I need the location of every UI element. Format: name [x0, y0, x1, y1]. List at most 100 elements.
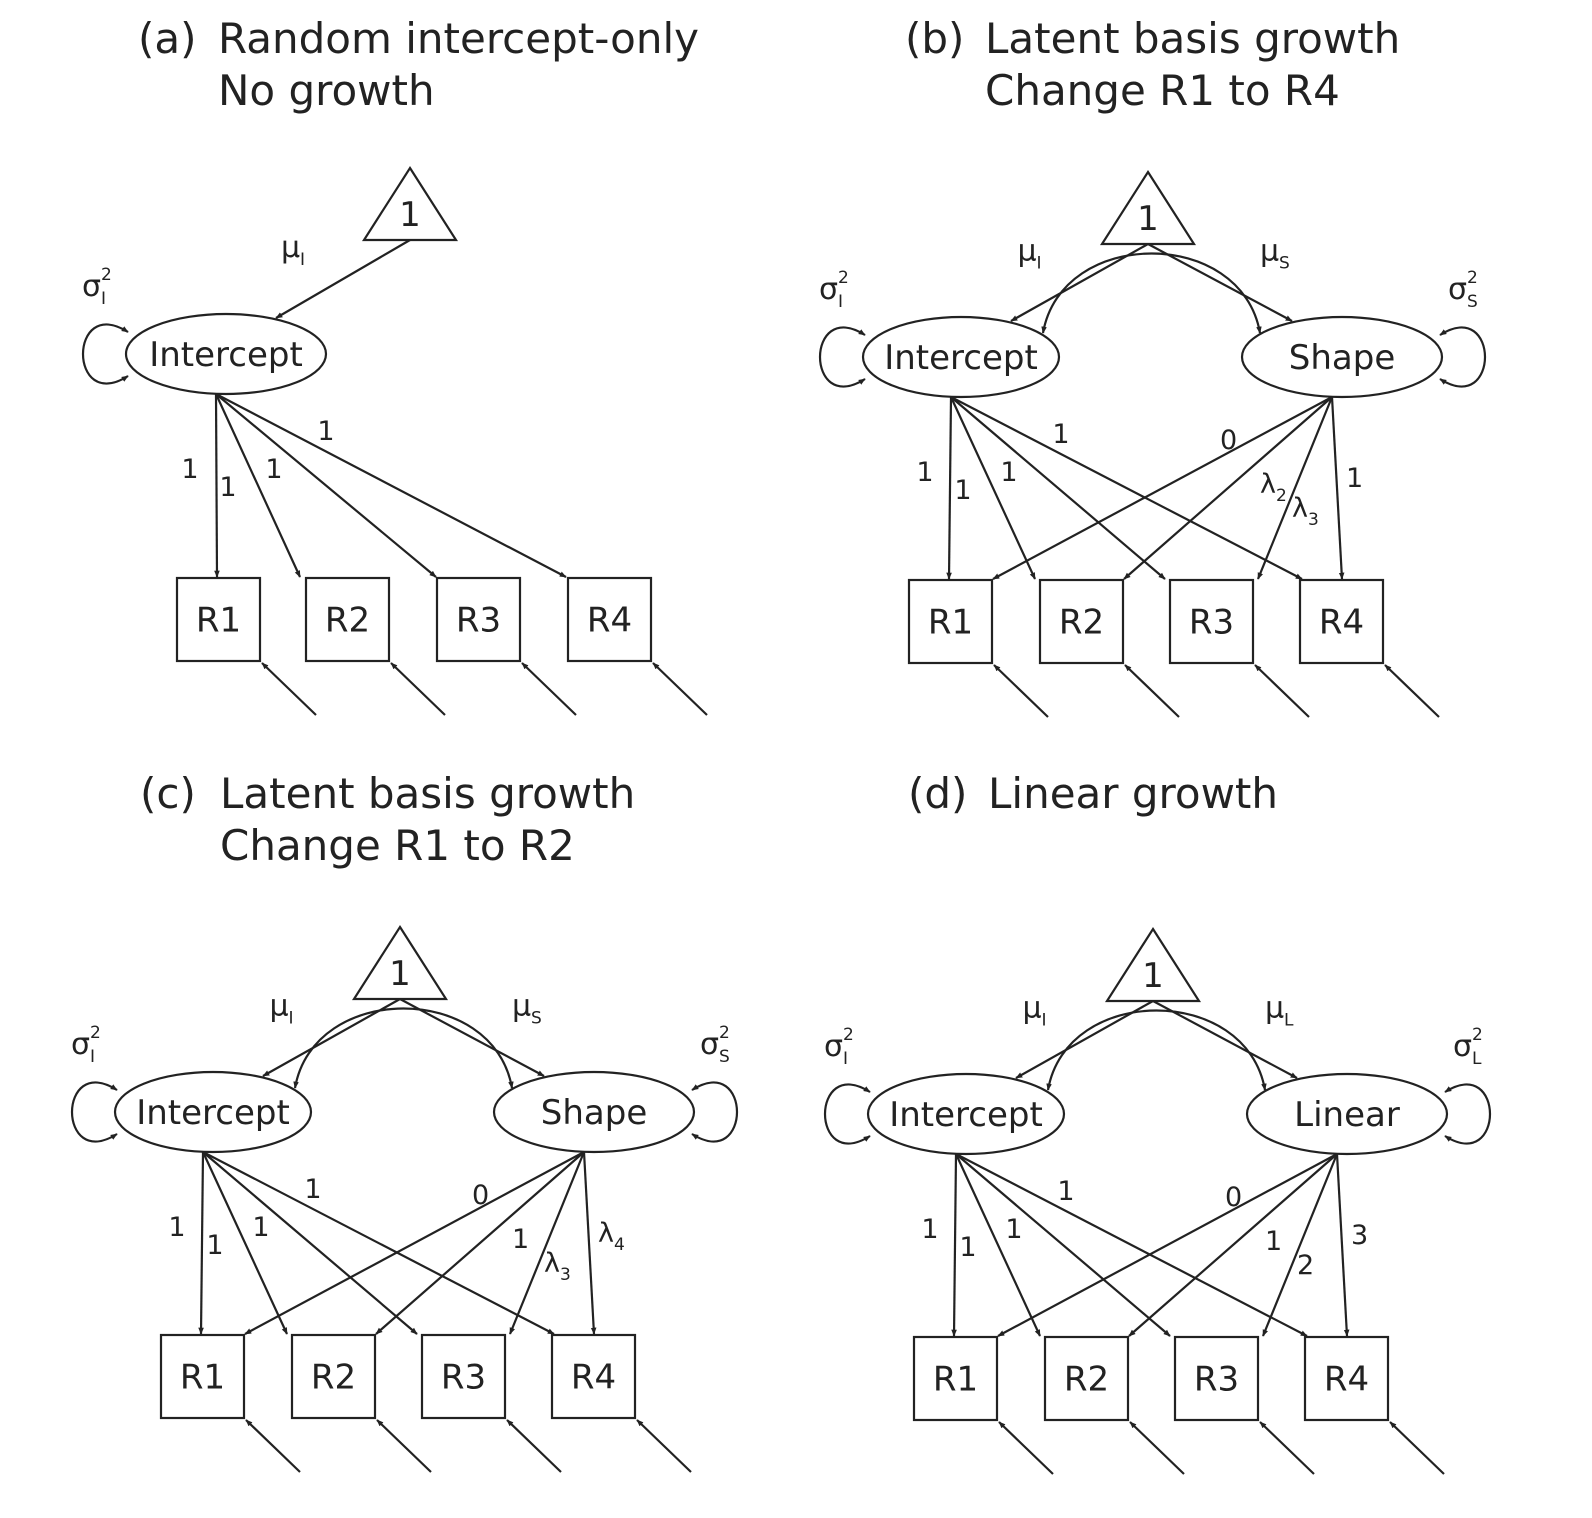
intercept-loading-arrow-2 [215, 393, 301, 578]
panel-letter: (c) [140, 769, 196, 818]
intercept-loading-arrow-1 [198, 1151, 205, 1335]
panel-title-line: Latent basis growth [985, 14, 1400, 63]
factor-L-label: Linear [1294, 1095, 1400, 1135]
variance-loop-I [71, 1081, 118, 1143]
indicator-box-3 [1168, 578, 1255, 665]
intercept-loading-label-3: 1 [265, 454, 282, 485]
panel-letter: (b) [905, 14, 964, 63]
variance-label-L-subscript: L [1472, 1049, 1482, 1069]
slope-loading-text: λ [598, 1218, 614, 1249]
variance-label-I-subscript: I [101, 289, 106, 309]
intercept-loading-arrow-3 [215, 393, 437, 578]
mean-label-S-subscript: S [1279, 254, 1290, 274]
slope-loading-arrow-3 [508, 1151, 586, 1335]
slope-loading-label-2: 1 [1265, 1226, 1282, 1257]
intercept-loading-label-4: 1 [317, 416, 334, 447]
mean-label-S-symbol: μ [1260, 234, 1279, 269]
variance-label-S-superscript: 2 [719, 1023, 730, 1043]
indicator-box-2 [304, 576, 391, 663]
variance-loop-S [1439, 326, 1486, 388]
residual-arrow-2 [1124, 664, 1180, 718]
intercept-loading-label-2: 1 [219, 472, 236, 503]
slope-loading-text: λ [1292, 493, 1308, 524]
mean-label-I-symbol: μ [1023, 991, 1042, 1026]
slope-loading-arrow-4 [1335, 1153, 1350, 1337]
indicator-label-4: R4 [1324, 1360, 1369, 1400]
intercept-loading-label-2: 1 [959, 1232, 976, 1263]
indicator-box-3 [1173, 1335, 1260, 1422]
mean-label-I-symbol: μ [1018, 234, 1037, 269]
intercept-loading-label-4: 1 [1057, 1176, 1074, 1207]
indicator-label-1: R1 [196, 601, 241, 641]
indicator-label-2: R2 [325, 601, 370, 641]
variance-label-I-symbol: σ [819, 272, 838, 307]
panel-title-line: Linear growth [988, 769, 1278, 818]
slope-loading-text: 0 [472, 1180, 489, 1211]
intercept-loading-arrow-4 [202, 1151, 555, 1335]
slope-loading-subscript: 3 [1308, 510, 1319, 530]
indicator-label-1: R1 [928, 603, 973, 643]
intercept-loading-label-2: 1 [206, 1230, 223, 1261]
residual-arrow-2 [376, 1419, 432, 1473]
variance-label-L-symbol: σ [1453, 1029, 1472, 1064]
variance-label-I-subscript: I [838, 292, 843, 312]
variance-label-I-subscript: I [843, 1049, 848, 1069]
panel-title-line: Random intercept-only [218, 14, 699, 63]
mean-label-L-symbol: μ [1265, 991, 1284, 1026]
residual-arrow-4 [1384, 664, 1440, 718]
residual-arrow-2 [1129, 1421, 1185, 1475]
indicator-label-1: R1 [180, 1358, 225, 1398]
slope-loading-label-1: 0 [1225, 1182, 1242, 1213]
slope-loading-arrow-1 [997, 1153, 1338, 1337]
intercept-loading-label-3: 1 [1005, 1214, 1022, 1245]
slope-loading-text: λ [544, 1248, 560, 1279]
residual-arrow-2 [390, 662, 446, 716]
slope-loading-arrow-1 [244, 1151, 585, 1335]
factor-I-label: Intercept [889, 1095, 1043, 1135]
intercept-loading-arrow-1 [214, 393, 220, 578]
indicator-box-2 [1043, 1335, 1130, 1422]
panel-letter: (a) [138, 14, 197, 63]
panel-title-line: No growth [218, 66, 435, 115]
residual-arrow-4 [636, 1419, 692, 1473]
residual-arrow-3 [521, 662, 577, 716]
intercept-loading-arrow-4 [955, 1153, 1308, 1337]
slope-loading-arrow-3 [1261, 1153, 1339, 1337]
intercept-loading-arrow-4 [950, 396, 1303, 580]
variance-label-I-superscript: 2 [843, 1025, 854, 1045]
intercept-loading-arrow-4 [215, 393, 567, 578]
mean-label-S-symbol: μ [512, 989, 531, 1024]
variance-label-I-superscript: 2 [101, 265, 112, 285]
indicator-box-3 [435, 576, 522, 663]
variance-label-I-subscript: I [90, 1047, 95, 1067]
slope-loading-label-1: 0 [472, 1180, 489, 1211]
factor-covariance-arc [1041, 252, 1262, 334]
factor-S-label: Shape [1289, 338, 1395, 378]
mean-label-S-subscript: S [531, 1009, 542, 1029]
indicator-box-2 [290, 1333, 377, 1420]
variance-label-S-symbol: σ [700, 1027, 719, 1062]
indicator-label-2: R2 [1059, 603, 1104, 643]
indicator-label-2: R2 [1064, 1360, 1109, 1400]
mean-arrow-S [1147, 243, 1293, 322]
intercept-loading-label-4: 1 [1052, 419, 1069, 450]
indicator-box-1 [907, 578, 994, 665]
factor-covariance-arc [1046, 1009, 1267, 1091]
indicator-box-3 [420, 1333, 507, 1420]
slope-loading-arrow-2 [1128, 1153, 1338, 1337]
constant-label: 1 [389, 954, 411, 994]
indicator-label-4: R4 [1319, 603, 1364, 643]
residual-arrow-4 [652, 662, 708, 716]
